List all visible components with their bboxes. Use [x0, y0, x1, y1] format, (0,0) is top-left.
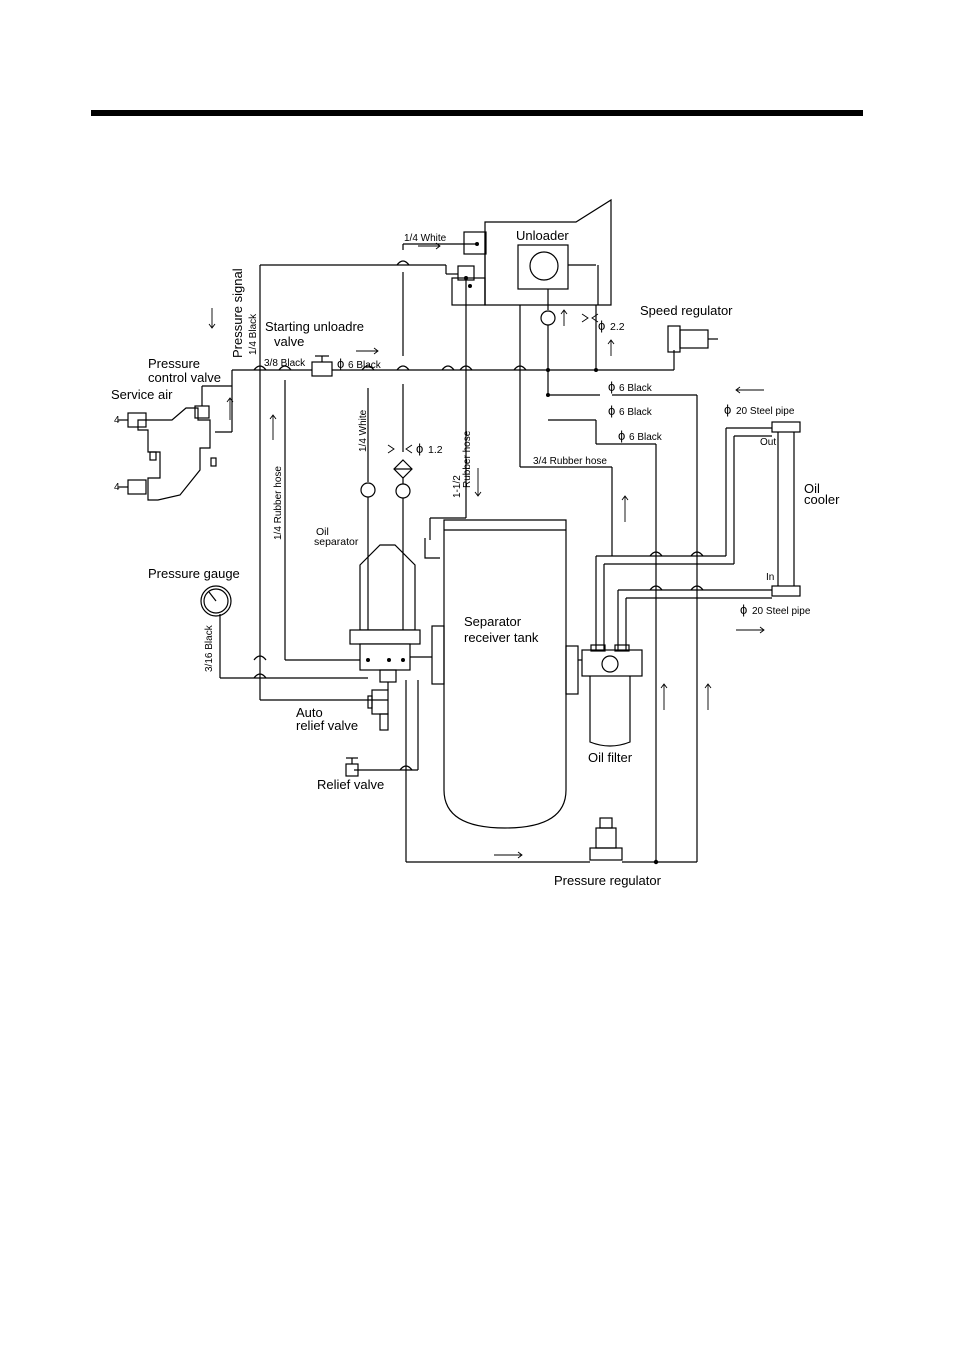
label-starting-unloader-2: valve [274, 334, 304, 349]
label-phi6-4-symbol: ϕ [618, 428, 625, 443]
label-unloader: Unloader [516, 228, 569, 243]
label-phi6-black-3: 6 Black [619, 407, 653, 418]
label-pressure-signal: Pressure signal [230, 268, 245, 358]
label-oil-separator-1: Oil [316, 526, 329, 538]
header-rule [91, 110, 863, 116]
separator-receiver-tank [431, 519, 579, 829]
label-pressure-regulator: Pressure regulator [554, 873, 662, 888]
label-phi12: 1.2 [428, 444, 443, 456]
pipe-crossovers [253, 260, 704, 771]
pressure-control-valve [118, 385, 232, 501]
label-auto-relief-2: relief valve [296, 718, 358, 733]
label-black-316: 3/16 Black [204, 624, 215, 672]
label-phi6-black-2: 6 Black [619, 383, 653, 394]
starting-unloader-valve [311, 355, 333, 377]
flow-arrows [208, 242, 765, 859]
label-phi-22: 2.2 [610, 321, 625, 333]
label-separator-tank-2: receiver tank [464, 630, 539, 645]
label-oil-cooler-1: Oil [804, 481, 820, 496]
label-steel-pipe-20-top: 20 Steel pipe [736, 406, 795, 417]
label-pressure-control-1: Pressure [148, 356, 200, 371]
labels: Unloader 1/4 White Pressure signal 1/4 B… [111, 228, 840, 888]
label-white-14-side: 1/4 White [358, 409, 369, 452]
label-relief-valve: Relief valve [317, 777, 384, 792]
relief-valve [345, 757, 359, 777]
pressure-gauge [200, 585, 232, 617]
label-auto-relief-1: Auto [296, 705, 323, 720]
label-speed-regulator: Speed regulator [640, 303, 733, 318]
label-black-38: 3/8 Black [264, 358, 306, 369]
label-service-air-arrow-2: 4 [114, 482, 120, 493]
oil-filter [578, 644, 643, 747]
label-rubber-112-1: 1-1/2 [452, 475, 463, 498]
label-starting-unloader-1: Starting unloadre [265, 319, 364, 334]
label-oil-separator-2: separator [314, 536, 359, 548]
label-steel-20-top-symbol: ϕ [724, 402, 731, 417]
label-steel-20-bottom-symbol: ϕ [740, 602, 747, 617]
label-phi6-black-4: 6 Black [629, 432, 663, 443]
oil-separator [349, 538, 440, 683]
oil-cooler [771, 421, 801, 597]
label-rubber-112-2: Rubber hose [462, 430, 473, 488]
label-pressure-gauge: Pressure gauge [148, 566, 240, 581]
label-phi12-symbol: ϕ [416, 441, 423, 456]
label-out: Out [760, 437, 776, 448]
label-in: In [766, 572, 774, 583]
label-service-air: Service air [111, 387, 173, 402]
pipes [215, 243, 772, 865]
label-phi-22-symbol: ϕ [598, 318, 605, 333]
label-steel-pipe-20-bottom: 20 Steel pipe [752, 606, 811, 617]
label-white-14-top: 1/4 White [404, 233, 447, 244]
label-phi6-black-1: 6 Black [348, 360, 382, 371]
label-oil-filter: Oil filter [588, 750, 633, 765]
label-separator-tank-1: Separator [464, 614, 522, 629]
label-pressure-control-2: control valve [148, 370, 221, 385]
label-rubber-34: 3/4 Rubber hose [533, 456, 607, 467]
label-service-air-arrow-1: 4 [114, 415, 120, 426]
label-phi6-3-symbol: ϕ [608, 403, 615, 418]
label-black-14: 1/4 Black [248, 313, 259, 355]
label-phi6-2-symbol: ϕ [608, 379, 615, 394]
label-phi6-1-symbol: ϕ [337, 356, 344, 371]
label-oil-cooler-2: cooler [804, 492, 840, 507]
unloader [451, 198, 612, 306]
restrictor-marks [387, 313, 599, 454]
speed-regulator [667, 325, 718, 353]
pressure-regulator [589, 817, 623, 861]
label-rubber-14: 1/4 Rubber hose [273, 466, 284, 540]
auto-relief-valve [367, 682, 389, 731]
